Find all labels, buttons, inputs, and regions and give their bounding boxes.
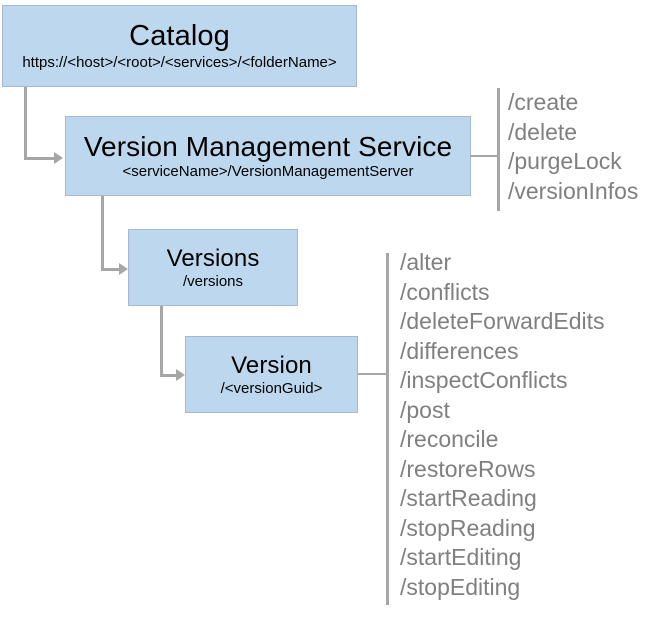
connector-catalog-to-vms-vertical: [24, 87, 27, 159]
operation-item: /conflicts: [400, 278, 490, 305]
bracket-bar-version-operations: [386, 253, 389, 605]
node-versions-title: Versions: [166, 244, 260, 272]
bracket-stub-vms-operations: [470, 155, 498, 157]
node-versions-subtitle: /versions: [182, 272, 244, 290]
operation-item: /post: [400, 396, 450, 423]
node-version-title: Version: [231, 351, 312, 379]
operation-item: /purgeLock: [508, 148, 622, 174]
connector-vms-to-versions-horizontal: [101, 268, 121, 271]
operation-item: /deleteForwardEdits: [400, 308, 605, 334]
node-version: Version /<versionGuid>: [185, 336, 358, 413]
operation-item: /differences: [400, 337, 519, 364]
operation-item: /stopReading: [400, 514, 536, 541]
node-version-subtitle: /<versionGuid>: [220, 379, 323, 397]
operation-item: /startReading: [400, 485, 537, 511]
operations-list-version-management-service: /create /delete /purgeLock /versionInfos: [508, 88, 638, 206]
node-version-management-service: Version Management Service <serviceName>…: [65, 116, 471, 196]
operation-item: /create: [508, 89, 579, 115]
operation-item: /alter: [400, 249, 452, 275]
operation-item: /stopEditing: [400, 573, 521, 600]
connector-catalog-to-vms-horizontal: [24, 157, 56, 160]
arrowhead-icon-vms-to-versions: [119, 263, 128, 275]
operation-item: /restoreRows: [400, 455, 536, 482]
node-catalog: Catalog https://<host>/<root>/<services>…: [2, 5, 357, 87]
operation-item: /startEditing: [400, 544, 522, 570]
connector-vms-to-versions-vertical: [101, 196, 104, 270]
node-catalog-title: Catalog: [129, 20, 230, 53]
operation-item: /inspectConflicts: [400, 367, 568, 393]
arrowhead-icon-catalog-to-vms: [54, 152, 63, 164]
arrowhead-icon-versions-to-version: [176, 369, 185, 381]
operations-list-version: /alter /conflicts /deleteForwardEdits /d…: [400, 248, 605, 602]
operation-item: /reconcile: [400, 426, 499, 452]
node-version-management-service-title: Version Management Service: [83, 130, 453, 162]
node-version-management-service-subtitle: <serviceName>/VersionManagementServer: [122, 163, 414, 181]
connector-versions-to-version-vertical: [160, 306, 163, 376]
operation-item: /versionInfos: [508, 177, 639, 204]
connector-versions-to-version-horizontal: [160, 374, 178, 377]
operation-item: /delete: [508, 118, 578, 145]
node-catalog-subtitle: https://<host>/<root>/<services>/<folder…: [22, 53, 337, 71]
node-versions: Versions /versions: [128, 229, 298, 306]
bracket-stub-version-operations: [358, 373, 386, 375]
bracket-bar-vms-operations: [497, 88, 500, 211]
